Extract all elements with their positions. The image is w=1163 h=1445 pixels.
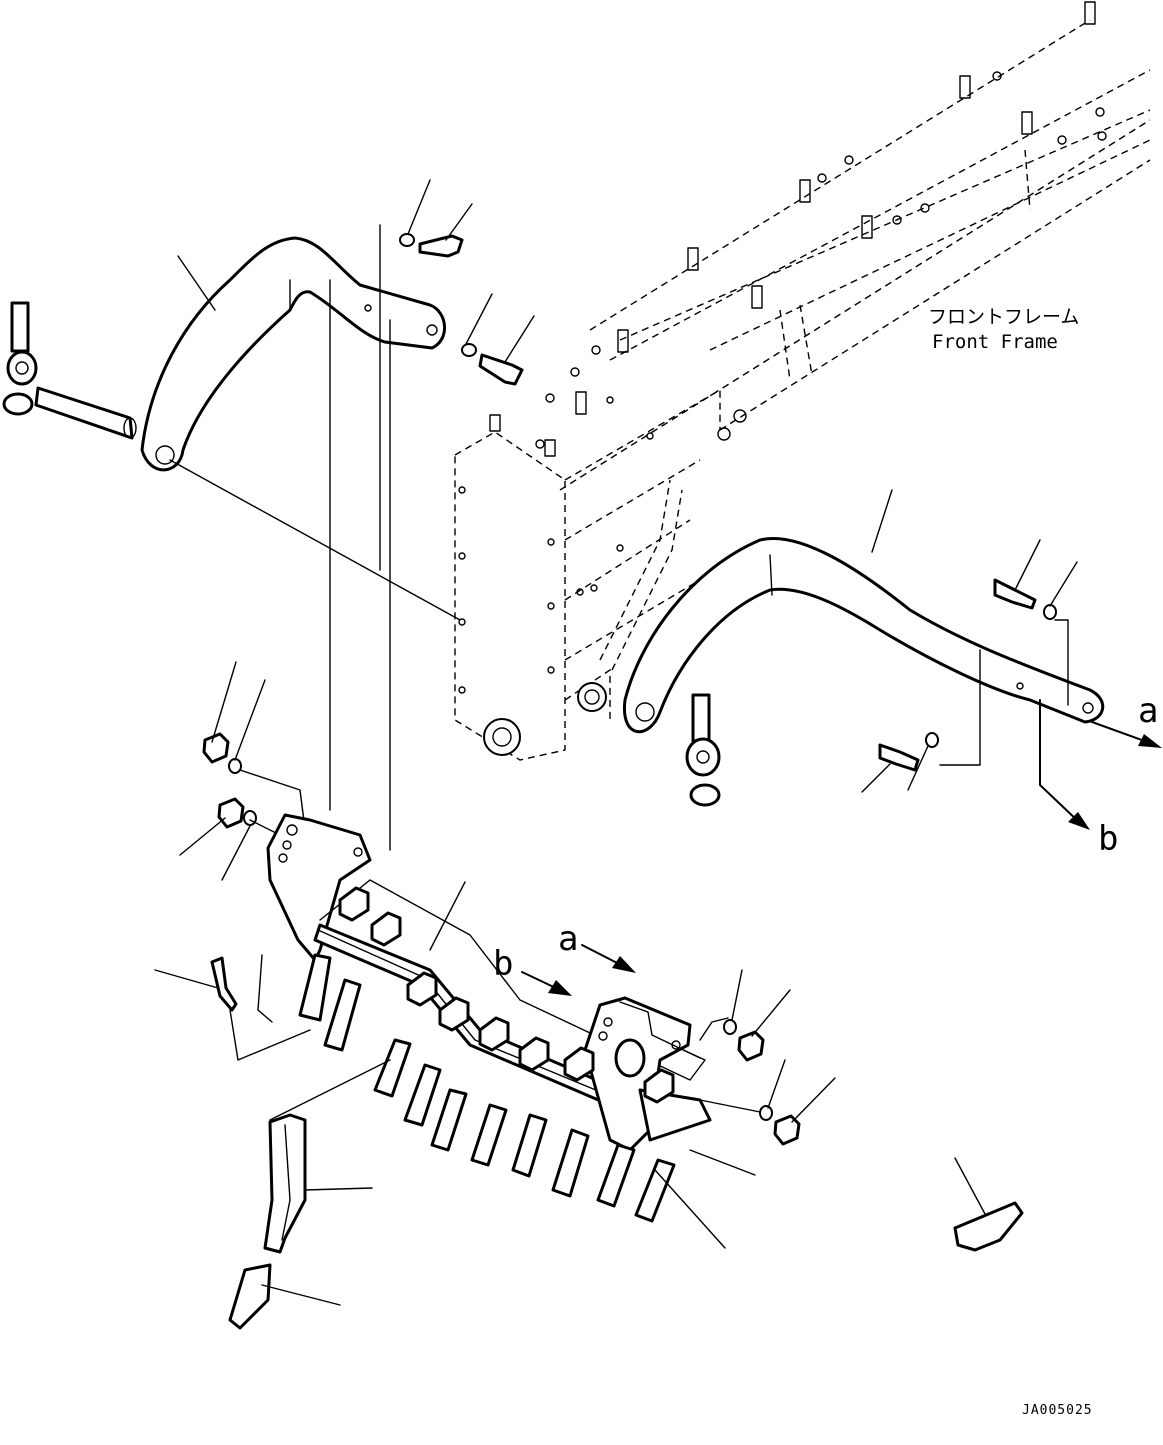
loose-parts (154, 954, 1024, 1330)
callout-b-beam: b (493, 944, 513, 984)
callout-a-group: a a (558, 691, 1158, 973)
left-arm (2, 179, 535, 851)
frame-label-japanese: フロントフレーム (928, 306, 1079, 328)
callout-a-beam: a (558, 919, 578, 959)
right-arm (622, 489, 1162, 830)
callout-b-group: b b (493, 819, 1118, 996)
callout-b-arm: b (1098, 819, 1118, 859)
callout-a-arm: a (1138, 691, 1158, 731)
frame-label-english: Front Frame (932, 331, 1058, 353)
ripper-beam (266, 813, 756, 1249)
front-frame (454, 1, 1151, 761)
right-fasteners (699, 969, 836, 1146)
drawing-number: JA005025 (1022, 1403, 1093, 1418)
